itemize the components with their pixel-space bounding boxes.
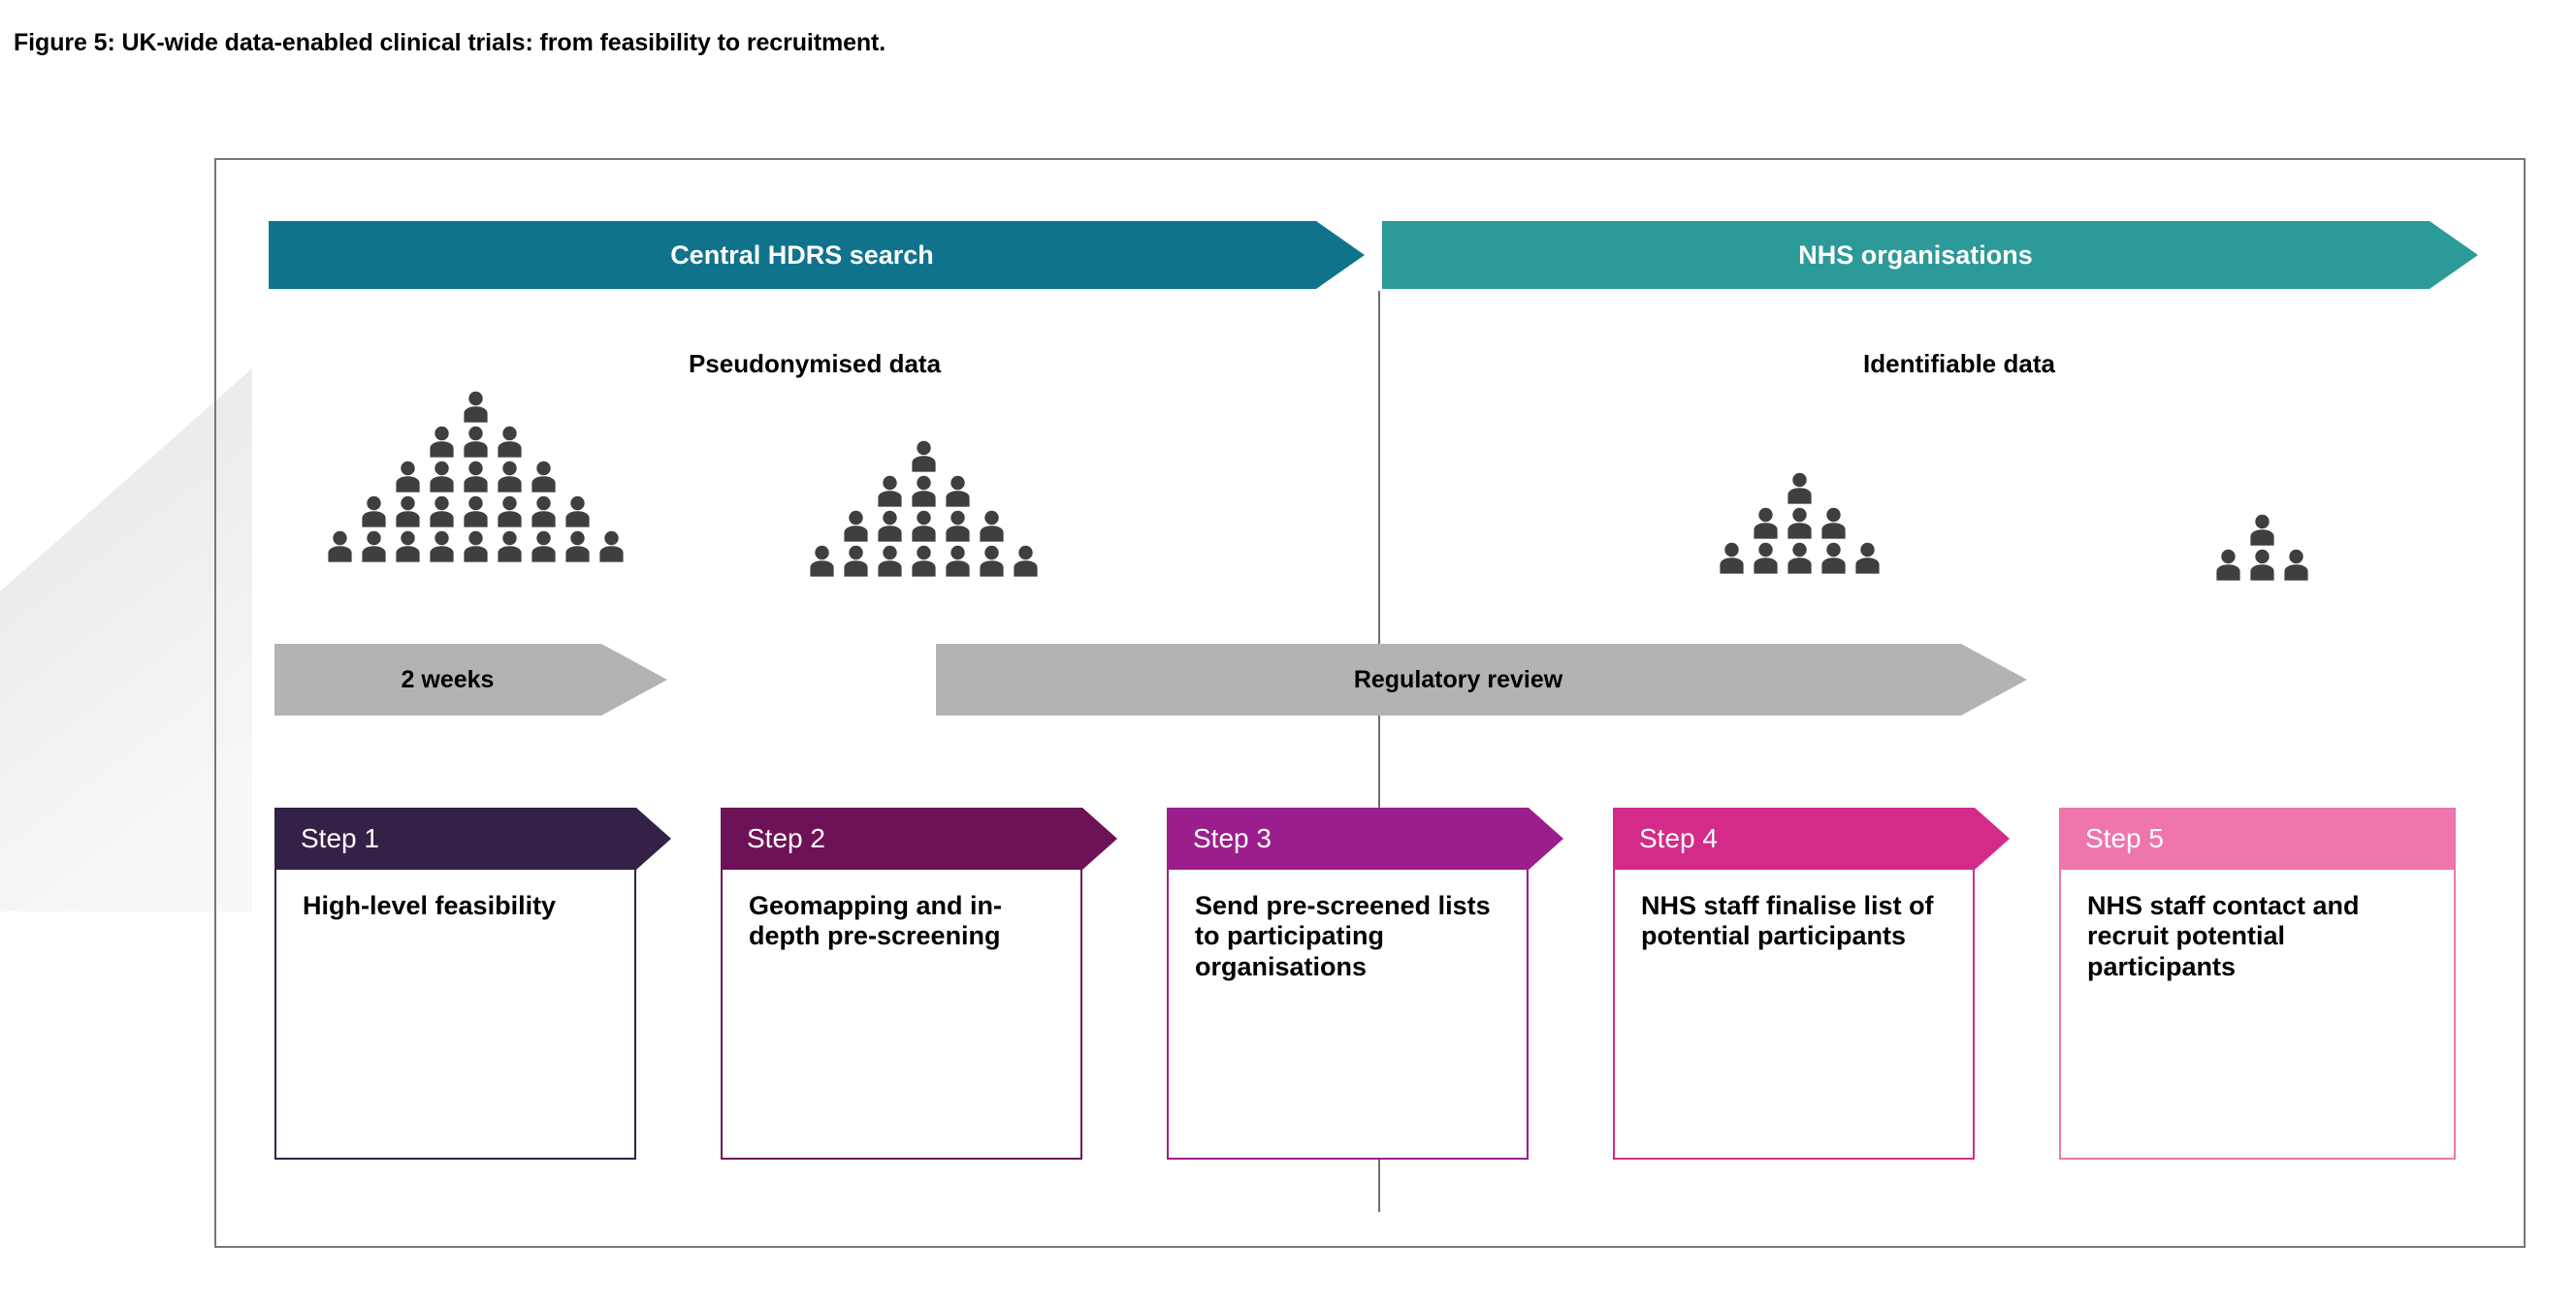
person-icon [497,426,522,458]
people-row [793,440,1053,472]
person-icon [945,475,970,507]
people-row [310,426,640,458]
person-icon [809,545,834,577]
person-icon [463,461,488,493]
phase-banner-nhs-organisations: NHS organisations [1382,221,2478,289]
person-icon [2215,549,2240,581]
person-icon [877,475,902,507]
person-icon [1753,542,1778,574]
person-icon [531,530,556,562]
person-icon [2249,514,2274,546]
step-card-5[interactable]: Step 5 NHS staff contact and recruit pot… [2059,808,2456,1160]
person-icon [497,530,522,562]
data-type-label-pseudonymised: Pseudonymised data [688,349,942,378]
person-icon [564,495,590,527]
people-row [1704,542,1894,574]
phase-banner-label: NHS organisations [1798,239,2033,270]
person-icon [429,461,454,493]
step-card-3[interactable]: Step 3 Send pre-screened lists to partic… [1167,808,1563,1160]
step-card-2[interactable]: Step 2 Geomapping and in-depth pre-scree… [721,808,1117,1160]
person-icon [1820,507,1846,539]
person-icon [1854,542,1880,574]
person-icon [564,530,590,562]
person-icon [1787,472,1812,504]
person-icon [531,461,556,493]
person-icon [1787,507,1812,539]
data-type-label-identifiable: Identifiable data [1863,349,2055,378]
step-card-1[interactable]: Step 1 High-level feasibility [274,808,671,1160]
timing-arrow-label: Regulatory review [1353,665,1563,693]
person-icon [877,510,902,542]
person-icon [395,461,420,493]
step-card-body: NHS staff finalise list of potential par… [1613,870,1975,1160]
step-card-header: Step 4 [1613,808,2010,870]
person-icon [979,510,1004,542]
step-card-header: Step 2 [721,808,1117,870]
people-row [2200,514,2324,546]
person-icon [463,391,488,423]
step-card-body: High-level feasibility [274,870,636,1160]
step-card-header: Step 5 [2059,808,2456,870]
phase-banner-central-hdrs-search: Central HDRS search [269,221,1365,289]
person-icon [429,495,454,527]
step-card-header: Step 3 [1167,808,1563,870]
person-icon [497,495,522,527]
step-card-body: Geomapping and in-depth pre-screening [721,870,1082,1160]
person-icon [429,426,454,458]
step-card-4[interactable]: Step 4 NHS staff finalise list of potent… [1613,808,2010,1160]
person-icon [327,530,352,562]
person-icon [463,495,488,527]
person-icon [463,426,488,458]
step-card-body: Send pre-screened lists to participating… [1167,870,1529,1160]
person-icon [945,545,970,577]
step-card-body: NHS staff contact and recruit potential … [2059,870,2456,1160]
step-card-header: Step 1 [274,808,671,870]
people-pyramid-group-2 [793,440,1053,580]
phase-divider-line [1378,291,1380,1212]
person-icon [361,495,386,527]
person-icon [1787,542,1812,574]
person-icon [1820,542,1846,574]
people-row [1704,507,1894,539]
people-row [310,530,640,562]
person-icon [1753,507,1778,539]
person-icon [911,545,936,577]
figure-caption: Figure 5: UK-wide data-enabled clinical … [14,29,886,56]
people-row [793,475,1053,507]
person-icon [463,530,488,562]
people-row [310,391,640,423]
people-row [2200,549,2324,581]
person-icon [843,545,868,577]
person-icon [2249,549,2274,581]
person-icon [945,510,970,542]
people-row [310,495,640,527]
people-pyramid-group-3 [1704,472,1894,577]
timing-arrow-two-weeks: 2 weeks [274,644,667,716]
person-icon [361,530,386,562]
person-icon [497,461,522,493]
person-icon [395,530,420,562]
people-row [793,510,1053,542]
person-icon [1013,545,1038,577]
person-icon [395,495,420,527]
timing-arrow-regulatory-review: Regulatory review [936,644,2027,716]
person-icon [979,545,1004,577]
person-icon [911,475,936,507]
person-icon [598,530,624,562]
person-icon [2283,549,2308,581]
people-pyramid-group-4 [2200,514,2324,584]
person-icon [911,510,936,542]
people-row [1704,472,1894,504]
person-icon [877,545,902,577]
person-icon [911,440,936,472]
person-icon [1719,542,1744,574]
person-icon [843,510,868,542]
phase-banner-label: Central HDRS search [670,239,934,270]
people-row [310,461,640,493]
person-icon [429,530,454,562]
timing-arrow-label: 2 weeks [401,665,495,693]
people-row [793,545,1053,577]
person-icon [531,495,556,527]
people-pyramid-group-1 [310,391,640,565]
